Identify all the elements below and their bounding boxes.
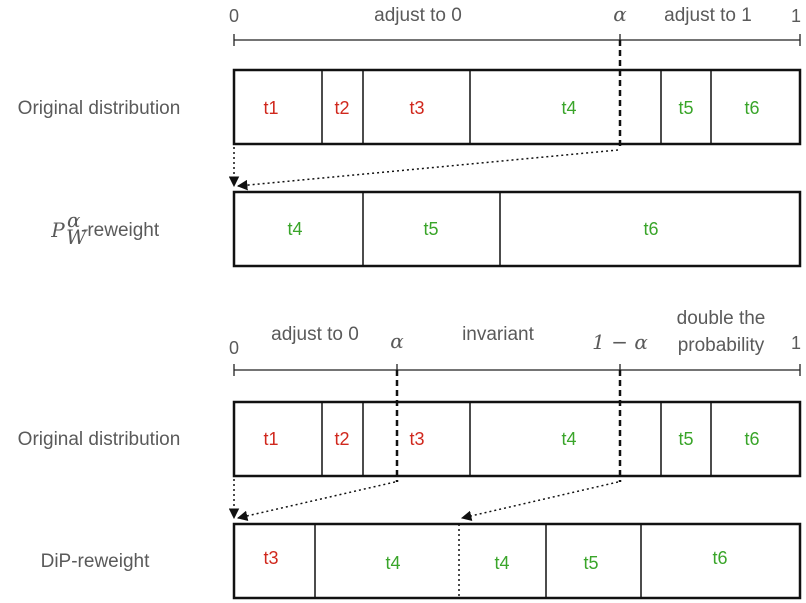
- top-original-cell-t5: t5: [678, 98, 693, 118]
- bottom-original-cell-t3: t3: [409, 429, 424, 449]
- bottom-original-cell-t2: t2: [334, 429, 349, 449]
- bottom-alpha-label: α: [390, 329, 404, 353]
- top-region-adjust-to-1-label: adjust to 1: [664, 5, 752, 26]
- bottom-one-minus-alpha-label: 1 − α: [592, 330, 648, 354]
- top-reweight-bar-frame: [232, 190, 802, 268]
- dip-reweight-cell-t5: t5: [583, 553, 598, 573]
- bottom-original-cell-t1: t1: [263, 429, 278, 449]
- dip-reweight-cell-t3: t3: [263, 548, 278, 568]
- bottom-mapping-arrow-one-minus-alpha: [460, 481, 619, 521]
- bottom-region-adjust-to-0-label: adjust to 0: [271, 324, 359, 345]
- top-alpha-label: α: [613, 2, 627, 26]
- top-original-distribution-bar: t1 t2 t3 t4 t5 t6: [232, 68, 802, 146]
- top-reweight-cell-t5: t5: [423, 219, 438, 239]
- dip-reweight-label: DiP-reweight: [41, 551, 150, 572]
- bottom-original-distribution-label: Original distribution: [18, 429, 181, 450]
- top-reweight-cell-t6: t6: [643, 219, 658, 239]
- top-original-cell-t1: t1: [263, 98, 278, 118]
- bottom-axis-start-label: 0: [229, 338, 239, 358]
- top-reweight-bar: t4 t5 t6: [232, 190, 802, 268]
- top-original-cell-t6: t6: [744, 98, 759, 118]
- top-reweight-label-sub: W: [66, 225, 88, 249]
- bottom-original-cell-t6: t6: [744, 429, 759, 449]
- top-axis-end-label: 1: [791, 6, 801, 26]
- top-reweight-label-p: P: [50, 218, 65, 242]
- dip-reweight-cell-t6: t6: [712, 548, 727, 568]
- top-original-cell-t2: t2: [334, 98, 349, 118]
- bottom-original-distribution-bar: t1 t2 t3 t4 t5 t6: [232, 400, 802, 478]
- bottom-original-bar-frame: [232, 400, 802, 478]
- bottom-axis: 0 1 adjust to 0 α invariant 1 − α double…: [229, 308, 801, 376]
- dip-reweight-cell-t4-a: t4: [385, 553, 400, 573]
- top-original-cell-t4: t4: [561, 98, 576, 118]
- bottom-region-invariant-label: invariant: [462, 324, 535, 345]
- top-region-adjust-to-0-label: adjust to 0: [374, 5, 462, 26]
- bottom-region-double-line2: probability: [678, 335, 765, 356]
- top-reweight-cell-t4: t4: [287, 219, 302, 239]
- dip-reweight-bar: t3 t4 t4 t5 t6: [232, 522, 802, 600]
- bottom-original-cell-t5: t5: [678, 429, 693, 449]
- dip-reweight-cell-t4-b: t4: [494, 553, 509, 573]
- top-mapping-arrow-diagonal: [236, 149, 619, 191]
- top-original-bar-frame: [232, 68, 802, 146]
- bottom-region-double-line1: double the: [677, 308, 766, 329]
- bottom-axis-end-label: 1: [791, 333, 801, 353]
- bottom-mapping-arrow-alpha: [236, 481, 396, 522]
- top-original-cell-t3: t3: [409, 98, 424, 118]
- top-original-distribution-label: Original distribution: [18, 98, 181, 119]
- top-axis: 0 1 adjust to 0 α adjust to 1: [229, 2, 801, 46]
- dip-reweight-bar-frame: [232, 522, 802, 600]
- top-reweight-label-sup: α: [67, 208, 81, 232]
- top-reweight-label-suffix: -reweight: [81, 220, 160, 241]
- top-axis-start-label: 0: [229, 6, 239, 26]
- bottom-original-cell-t4: t4: [561, 429, 576, 449]
